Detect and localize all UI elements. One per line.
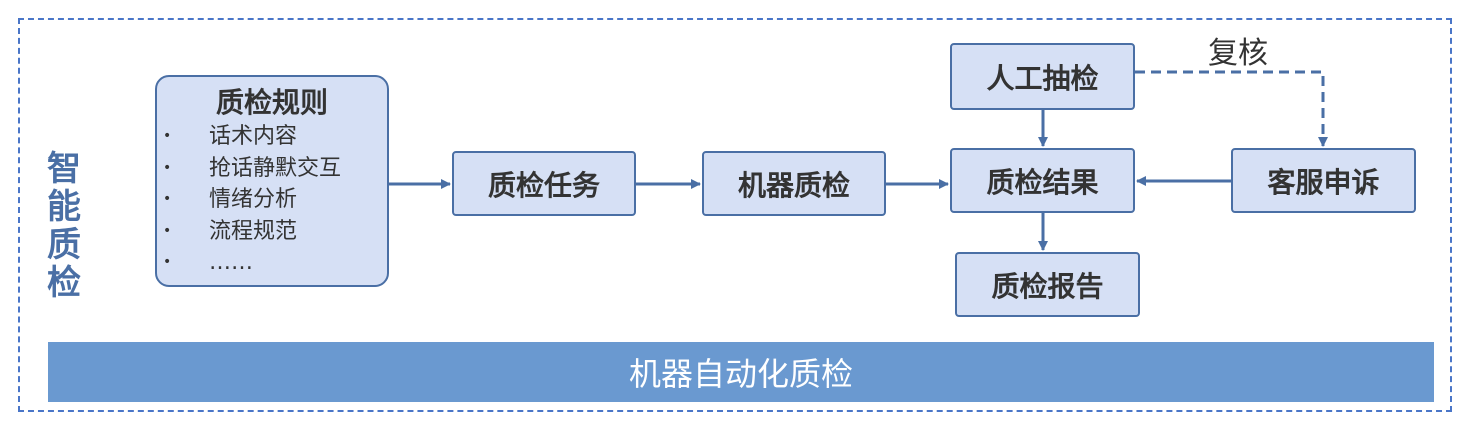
bullet-icon: • bbox=[163, 128, 172, 144]
side-title-char: 质 bbox=[47, 225, 81, 265]
bullet-icon: • bbox=[163, 222, 172, 239]
node-result: 质检结果 bbox=[950, 148, 1135, 213]
bottom-bar: 机器自动化质检 bbox=[48, 342, 1434, 402]
side-title-char: 能 bbox=[47, 187, 81, 227]
rules-box: 质检规则 • 话术内容 • 抢话静默交互 • 情绪分析 • 流程规范 • …… bbox=[155, 75, 389, 287]
side-title-char: 智 bbox=[47, 149, 81, 189]
rules-title: 质检规则 bbox=[215, 86, 328, 119]
bullet-icon: • bbox=[163, 159, 172, 176]
bullet-icon: • bbox=[163, 191, 172, 207]
rules-item: • 话术内容 bbox=[157, 121, 387, 153]
bullet-icon: • bbox=[163, 254, 172, 270]
review-label: 复核 bbox=[1208, 36, 1268, 71]
arrow-manual-to-appeal-dashed bbox=[1135, 70, 1328, 147]
rules-item-label: 情绪分析 bbox=[209, 187, 298, 212]
rules-item-label: 流程规范 bbox=[209, 218, 298, 244]
rules-list: • 话术内容 • 抢话静默交互 • 情绪分析 • 流程规范 • …… bbox=[157, 121, 387, 279]
rules-item: • …… bbox=[157, 247, 387, 279]
node-machine: 机器质检 bbox=[702, 151, 886, 216]
side-title: 智 能 质 检 bbox=[44, 150, 84, 302]
side-title-char: 检 bbox=[47, 263, 81, 303]
node-appeal: 客服申诉 bbox=[1231, 148, 1416, 213]
rules-item: • 情绪分析 bbox=[157, 184, 387, 216]
rules-item: • 抢话静默交互 bbox=[157, 153, 387, 185]
outer-dashed-frame bbox=[18, 18, 1452, 412]
node-manual: 人工抽检 bbox=[950, 43, 1135, 110]
node-task: 质检任务 bbox=[452, 151, 636, 216]
rules-item-label: 抢话静默交互 bbox=[209, 155, 342, 181]
rules-item-label: 话术内容 bbox=[209, 124, 298, 149]
node-report: 质检报告 bbox=[955, 252, 1140, 317]
rules-item-label: …… bbox=[209, 250, 253, 275]
rules-item: • 流程规范 bbox=[157, 216, 387, 248]
